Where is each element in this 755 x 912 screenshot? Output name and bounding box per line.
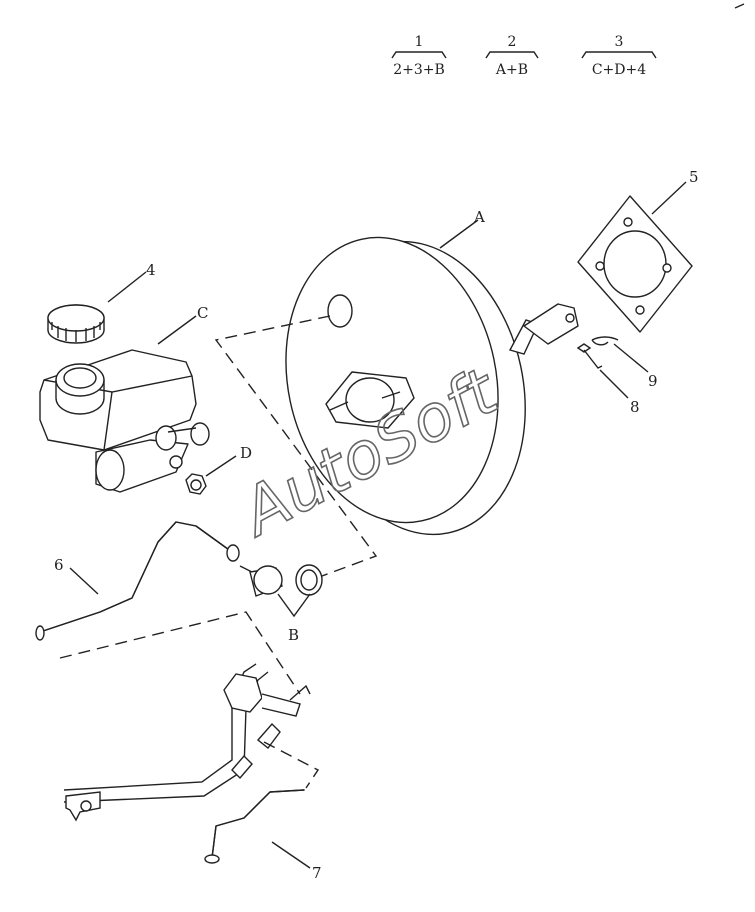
callout-C: C [197, 304, 208, 322]
routing-line-hose-to-intake [59, 611, 301, 695]
leader-D [205, 455, 237, 477]
kit-1: 1 2+3+B [391, 34, 447, 78]
kit-3-number: 3 [615, 34, 624, 50]
kit-legend: 1 2+3+B 2 A+B 3 C+D+4 [391, 34, 657, 78]
retaining-clip [591, 336, 619, 346]
kit-1-bracket [391, 51, 447, 59]
callout-A: A [473, 208, 485, 226]
callout-D: D [240, 444, 252, 462]
callout-4: 4 [146, 261, 156, 279]
routing-line-vacuum-port [214, 315, 378, 577]
callout-6: 6 [54, 556, 64, 574]
kit-2-number: 2 [508, 34, 517, 50]
check-valve [239, 564, 323, 597]
kit-3-bracket [581, 51, 657, 59]
callout-8: 8 [630, 398, 640, 416]
brake-booster [285, 236, 579, 536]
clevis-pin [576, 343, 603, 369]
leader-6 [69, 567, 99, 595]
connector-hose [204, 789, 305, 864]
routing-line-intake-to-hose [263, 741, 320, 789]
kit-2-contents: A+B [495, 62, 528, 78]
leader-9 [613, 343, 649, 373]
leader-A [439, 219, 479, 249]
gasket-plate [577, 195, 693, 333]
leader-7 [271, 841, 311, 869]
callout-9: 9 [648, 372, 658, 390]
master-cylinder [39, 349, 210, 493]
kit-3: 3 C+D+4 [581, 34, 657, 78]
leader-4 [107, 271, 147, 303]
nut [185, 473, 207, 495]
kit-1-number: 1 [415, 34, 424, 50]
leader-8 [599, 369, 629, 399]
callout-7: 7 [312, 864, 322, 882]
kit-2: 2 A+B [485, 34, 539, 78]
callout-B: B [288, 626, 299, 644]
leader-C [157, 315, 197, 345]
leader-B [277, 593, 311, 618]
kit-3-contents: C+D+4 [592, 62, 646, 78]
vacuum-hose [35, 521, 240, 641]
callout-5: 5 [689, 168, 699, 186]
leader-5 [651, 181, 687, 215]
reservoir-cap [47, 304, 105, 344]
kit-2-bracket [485, 51, 539, 59]
intake-pipe-assembly [63, 663, 311, 822]
corner-mark [734, 3, 745, 9]
kit-1-contents: 2+3+B [393, 62, 445, 78]
